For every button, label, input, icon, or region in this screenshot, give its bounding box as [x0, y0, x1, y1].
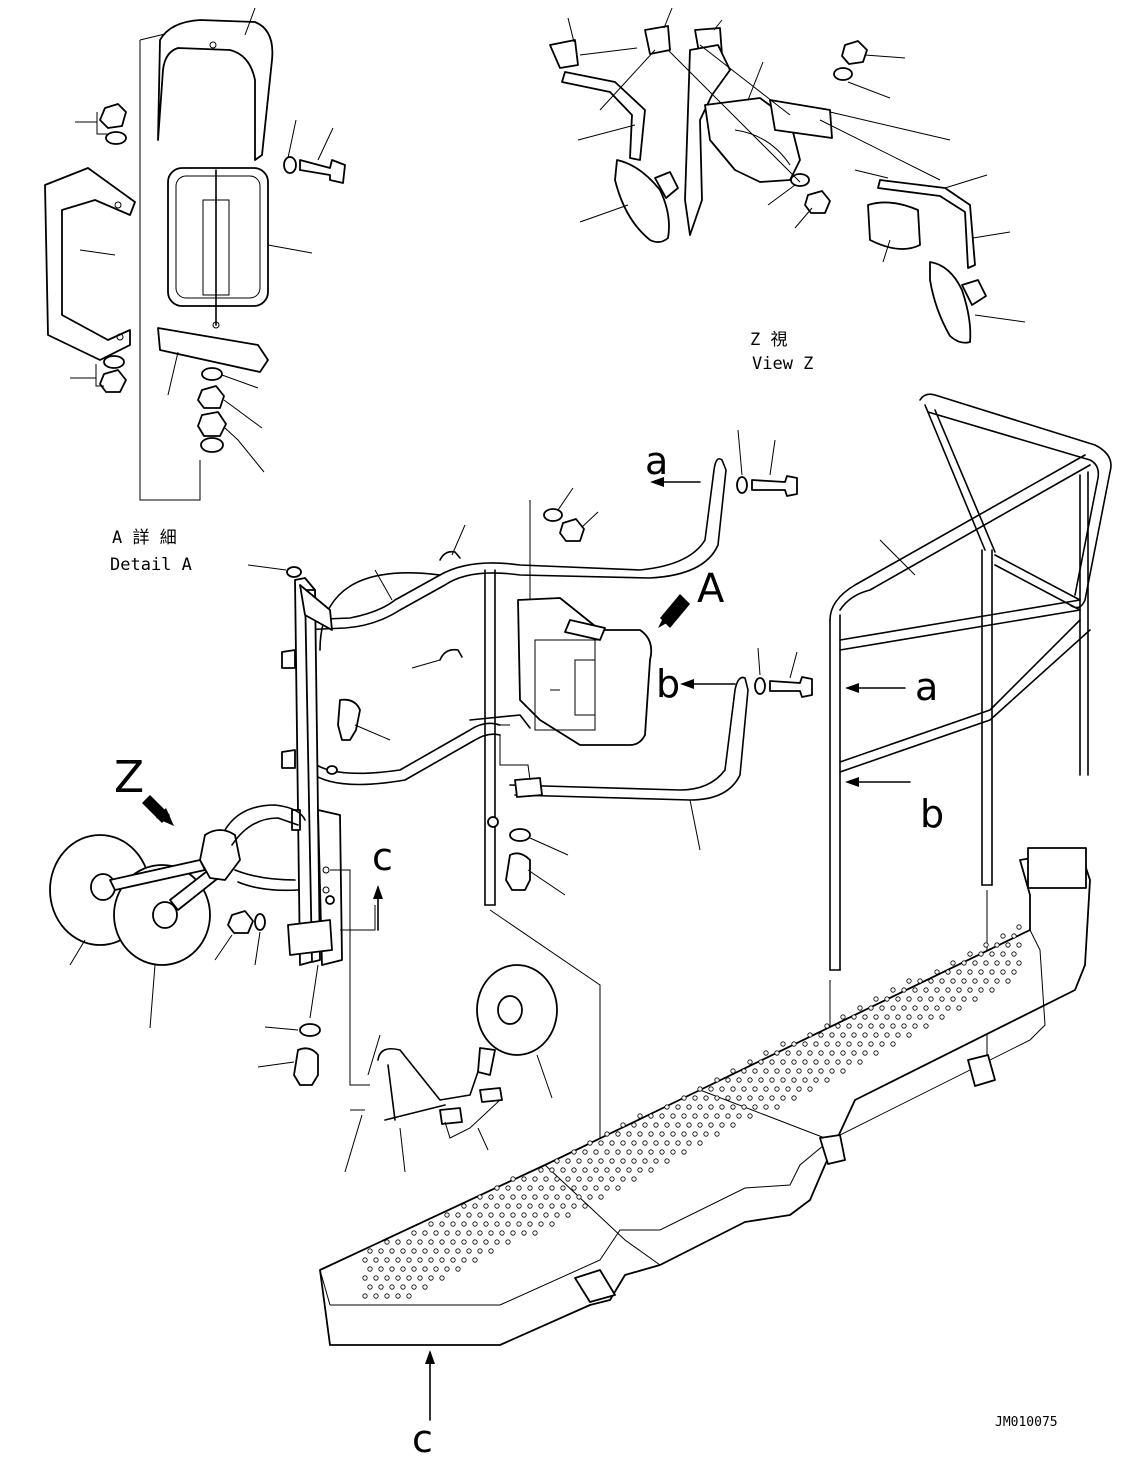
marker-Z: Z — [114, 752, 144, 803]
mirror-cover — [157, 19, 274, 161]
marker-b-right: b — [920, 792, 944, 836]
fastener-middle — [505, 828, 569, 896]
walkway-perforations — [362, 924, 1022, 1299]
view-z-right-arm — [867, 179, 987, 344]
detail-a-jp: A 詳 細 — [112, 528, 177, 548]
view-z-center-body — [684, 44, 833, 236]
bolt-top — [283, 156, 346, 184]
nut-left-top — [99, 103, 127, 145]
main-assembly: A Z a b a b c c — [49, 393, 1112, 1461]
marker-a-right: a — [915, 665, 938, 709]
lower-plate — [157, 327, 269, 373]
fastener-b — [754, 647, 813, 698]
detail-a-group: A 詳 細 Detail A — [44, 7, 346, 575]
handrail-middle — [299, 457, 749, 906]
u-bolt-2 — [411, 648, 463, 669]
leaders-view-z — [567, 7, 1026, 323]
view-z-left-arm — [549, 25, 723, 243]
detail-a-boundary — [139, 40, 201, 501]
view-z-jp: Z 視 — [750, 330, 787, 350]
label-arrows — [142, 477, 911, 1421]
marker-c-upper: c — [372, 835, 393, 879]
drawing-id: JM010075 — [995, 1415, 1058, 1430]
nut-left-bottom — [99, 355, 127, 393]
mirror-frame — [167, 167, 269, 329]
bolt-center-left — [337, 698, 391, 741]
mirror-lower-center — [344, 964, 558, 1173]
detail-a-en: Detail A — [110, 555, 192, 575]
mirror-bracket — [44, 167, 136, 361]
fastener-lower-left — [257, 964, 321, 1086]
handrail-right — [829, 393, 1112, 971]
nut-stack-bottom — [197, 367, 227, 453]
view-z-fasteners — [790, 40, 868, 214]
view-z-group: Z 視 View Z — [549, 7, 1026, 374]
view-z-en: View Z — [752, 354, 813, 374]
side-mirrors-left — [49, 804, 306, 1029]
leaders-detail-a — [70, 7, 334, 473]
marker-b-left: b — [656, 662, 680, 706]
marker-a-upper: a — [645, 439, 668, 483]
marker-A: A — [697, 566, 725, 612]
vertical-post — [281, 566, 343, 966]
fastener-a — [736, 429, 798, 497]
u-bolt-1 — [439, 524, 466, 561]
marker-c-lower: c — [412, 1417, 433, 1461]
mirror-assembly-main — [517, 487, 653, 746]
